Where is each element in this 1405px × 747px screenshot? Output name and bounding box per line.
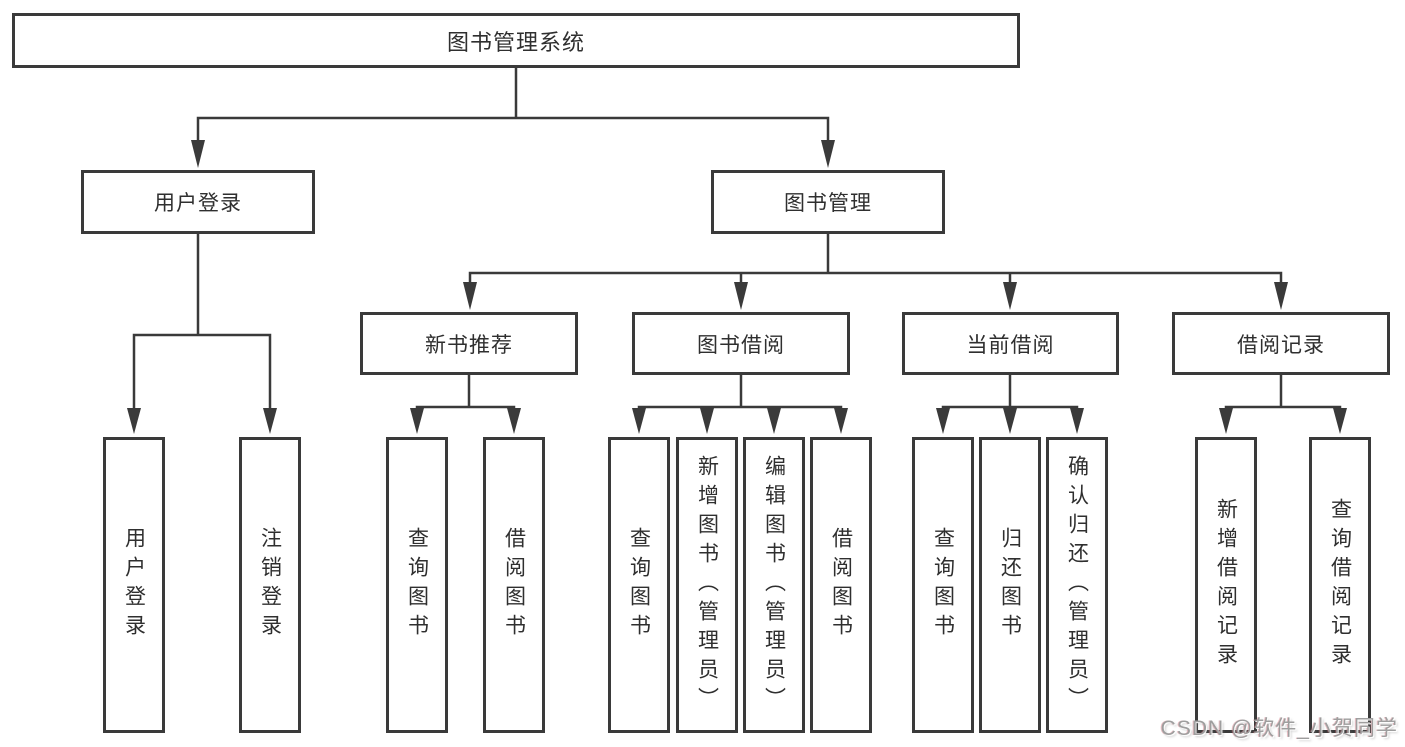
node-new-book-recommend: 新书推荐 <box>360 312 578 375</box>
node-borrow-record-label: 借阅记录 <box>1237 333 1325 357</box>
leaf-borrow-edit-book-admin: 编辑图书（管理员） <box>743 437 805 733</box>
leaf-current-return-book-label: 归还图书 <box>998 527 1022 643</box>
node-system-root-label: 图书管理系统 <box>446 29 585 55</box>
leaf-borrow-query-book: 查询图书 <box>608 437 670 733</box>
leaf-logout-label: 注销登录 <box>258 527 282 643</box>
leaf-user-login: 用户登录 <box>103 437 165 733</box>
connector-level3-bracket <box>468 271 1283 283</box>
node-book-borrow-label: 图书借阅 <box>697 333 785 357</box>
csdn-watermark: CSDN @软件_小贺同学 <box>1160 717 1398 740</box>
leaf-record-query-record: 查询借阅记录 <box>1309 437 1371 733</box>
leaf-current-confirm-return-admin-label: 确认归还（管理员） <box>1065 454 1089 716</box>
leaf-user-login-label: 用户登录 <box>122 527 146 643</box>
leaf-record-add-record-label: 新增借阅记录 <box>1214 498 1238 672</box>
leaf-record-query-record-label: 查询借阅记录 <box>1328 498 1352 672</box>
leaf-borrow-borrow-book: 借阅图书 <box>810 437 872 733</box>
node-new-book-recommend-label: 新书推荐 <box>425 333 513 357</box>
node-user-login-label: 用户登录 <box>154 192 242 215</box>
connector-level2-bracket <box>196 116 830 142</box>
leaf-recommend-borrow-book: 借阅图书 <box>483 437 545 733</box>
node-system-root: 图书管理系统 <box>12 13 1020 68</box>
leaf-borrow-add-book-admin: 新增图书（管理员） <box>676 437 738 733</box>
connector-current-bracket <box>941 405 1079 409</box>
node-book-management: 图书管理 <box>711 170 945 234</box>
leaf-recommend-query-book: 查询图书 <box>386 437 448 733</box>
leaf-borrow-add-book-admin-label: 新增图书（管理员） <box>695 454 719 716</box>
leaf-current-query-book-label: 查询图书 <box>931 527 955 643</box>
node-current-borrow: 当前借阅 <box>902 312 1119 375</box>
connector-userlogin-bracket <box>132 333 272 409</box>
connector-newbook-bracket <box>415 405 516 409</box>
leaf-current-confirm-return-admin: 确认归还（管理员） <box>1046 437 1108 733</box>
node-user-login: 用户登录 <box>81 170 315 234</box>
node-book-management-label: 图书管理 <box>784 192 872 215</box>
connector-borrow-bracket <box>637 405 843 409</box>
leaf-logout: 注销登录 <box>239 437 301 733</box>
leaf-current-query-book: 查询图书 <box>912 437 974 733</box>
leaf-record-add-record: 新增借阅记录 <box>1195 437 1257 733</box>
connector-record-bracket <box>1224 405 1342 409</box>
leaf-recommend-borrow-book-label: 借阅图书 <box>502 527 526 643</box>
leaf-borrow-query-book-label: 查询图书 <box>627 527 651 643</box>
leaf-borrow-borrow-book-label: 借阅图书 <box>829 527 853 643</box>
node-book-borrow: 图书借阅 <box>632 312 850 375</box>
leaf-recommend-query-book-label: 查询图书 <box>405 527 429 643</box>
leaf-current-return-book: 归还图书 <box>979 437 1041 733</box>
node-borrow-record: 借阅记录 <box>1172 312 1390 375</box>
node-current-borrow-label: 当前借阅 <box>966 333 1055 357</box>
leaf-borrow-edit-book-admin-label: 编辑图书（管理员） <box>762 454 786 716</box>
